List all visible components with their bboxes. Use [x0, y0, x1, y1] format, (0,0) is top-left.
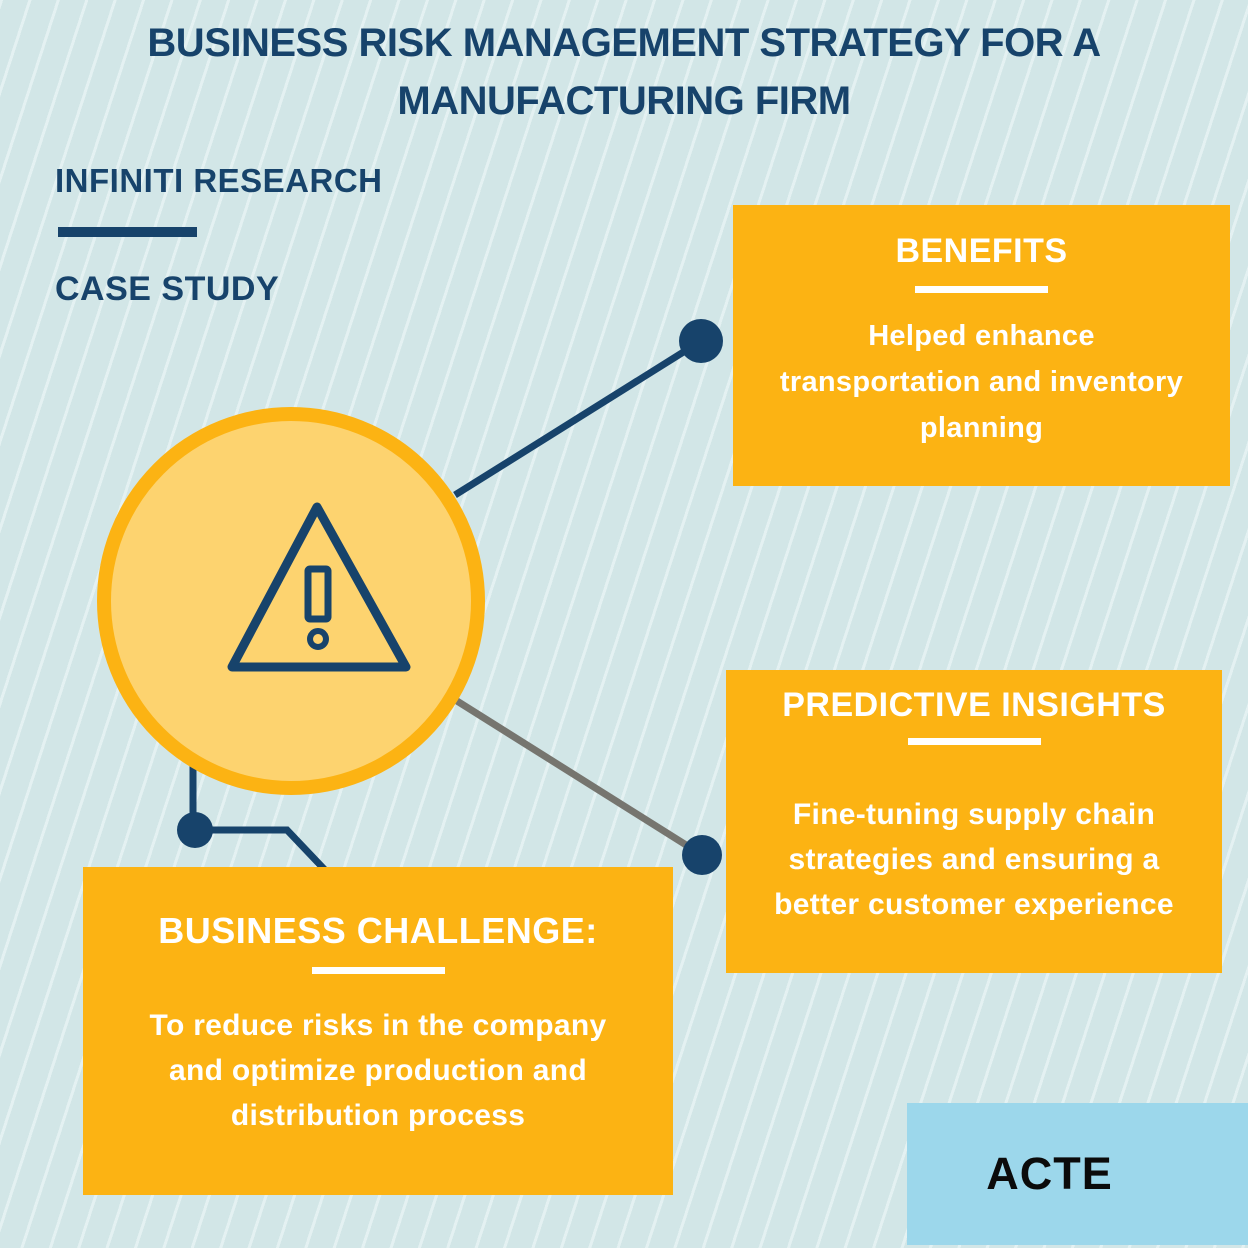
predictive-heading: PREDICTIVE INSIGHTS [782, 686, 1166, 724]
benefits-heading-underline [915, 286, 1048, 293]
predictive-body-line: Fine-tuning supply chain [792, 798, 1156, 831]
predictive-body-line: better customer experience [774, 888, 1174, 921]
benefits-body-line: planning [919, 412, 1044, 444]
acte-logo-box: ACTE [907, 1103, 1248, 1245]
page-title-line-2: MANUFACTURING FIRM [397, 79, 851, 123]
warning-triangle-icon [227, 502, 411, 672]
benefits-body-line: Helped enhance [868, 320, 1095, 352]
connector-line-predictive [455, 698, 704, 858]
challenge-body-line: distribution process [230, 1099, 526, 1132]
predictive-body: Fine-tuning supply chain strategies and … [726, 792, 1222, 927]
brand-underline [58, 227, 197, 237]
connector-dot-benefits [679, 319, 723, 363]
page-title: BUSINESS RISK MANAGEMENT STRATEGY FOR A … [0, 14, 1248, 130]
benefits-card: BENEFITS Helped enhance transportation a… [733, 205, 1230, 486]
acte-logo-text: ACTE [986, 1148, 1113, 1199]
challenge-body-line: and optimize production and [168, 1054, 588, 1087]
challenge-heading-underline [311, 967, 445, 974]
benefits-heading: BENEFITS [895, 232, 1068, 270]
risk-circle-graphic [97, 407, 485, 795]
predictive-heading-underline [907, 738, 1041, 745]
challenge-body: To reduce risks in the company and optim… [83, 1003, 673, 1138]
connector-dot-predictive [682, 835, 722, 875]
predictive-body-line: strategies and ensuring a [788, 843, 1160, 876]
case-study-label: CASE STUDY [55, 270, 280, 308]
predictive-insights-card: PREDICTIVE INSIGHTS Fine-tuning supply c… [726, 670, 1222, 973]
brand-name: INFINITI RESEARCH [55, 162, 383, 199]
challenge-heading: BUSINESS CHALLENGE: [158, 910, 598, 951]
challenge-body-line: To reduce risks in the company [149, 1009, 607, 1042]
benefits-body: Helped enhance transportation and invent… [733, 313, 1230, 451]
benefits-body-line: transportation and inventory [779, 366, 1184, 398]
connector-line-benefits [453, 338, 703, 498]
page-title-line-1: BUSINESS RISK MANAGEMENT STRATEGY FOR A [147, 21, 1101, 65]
connector-dot-challenge [177, 812, 213, 848]
business-challenge-card: BUSINESS CHALLENGE: To reduce risks in t… [83, 867, 673, 1195]
